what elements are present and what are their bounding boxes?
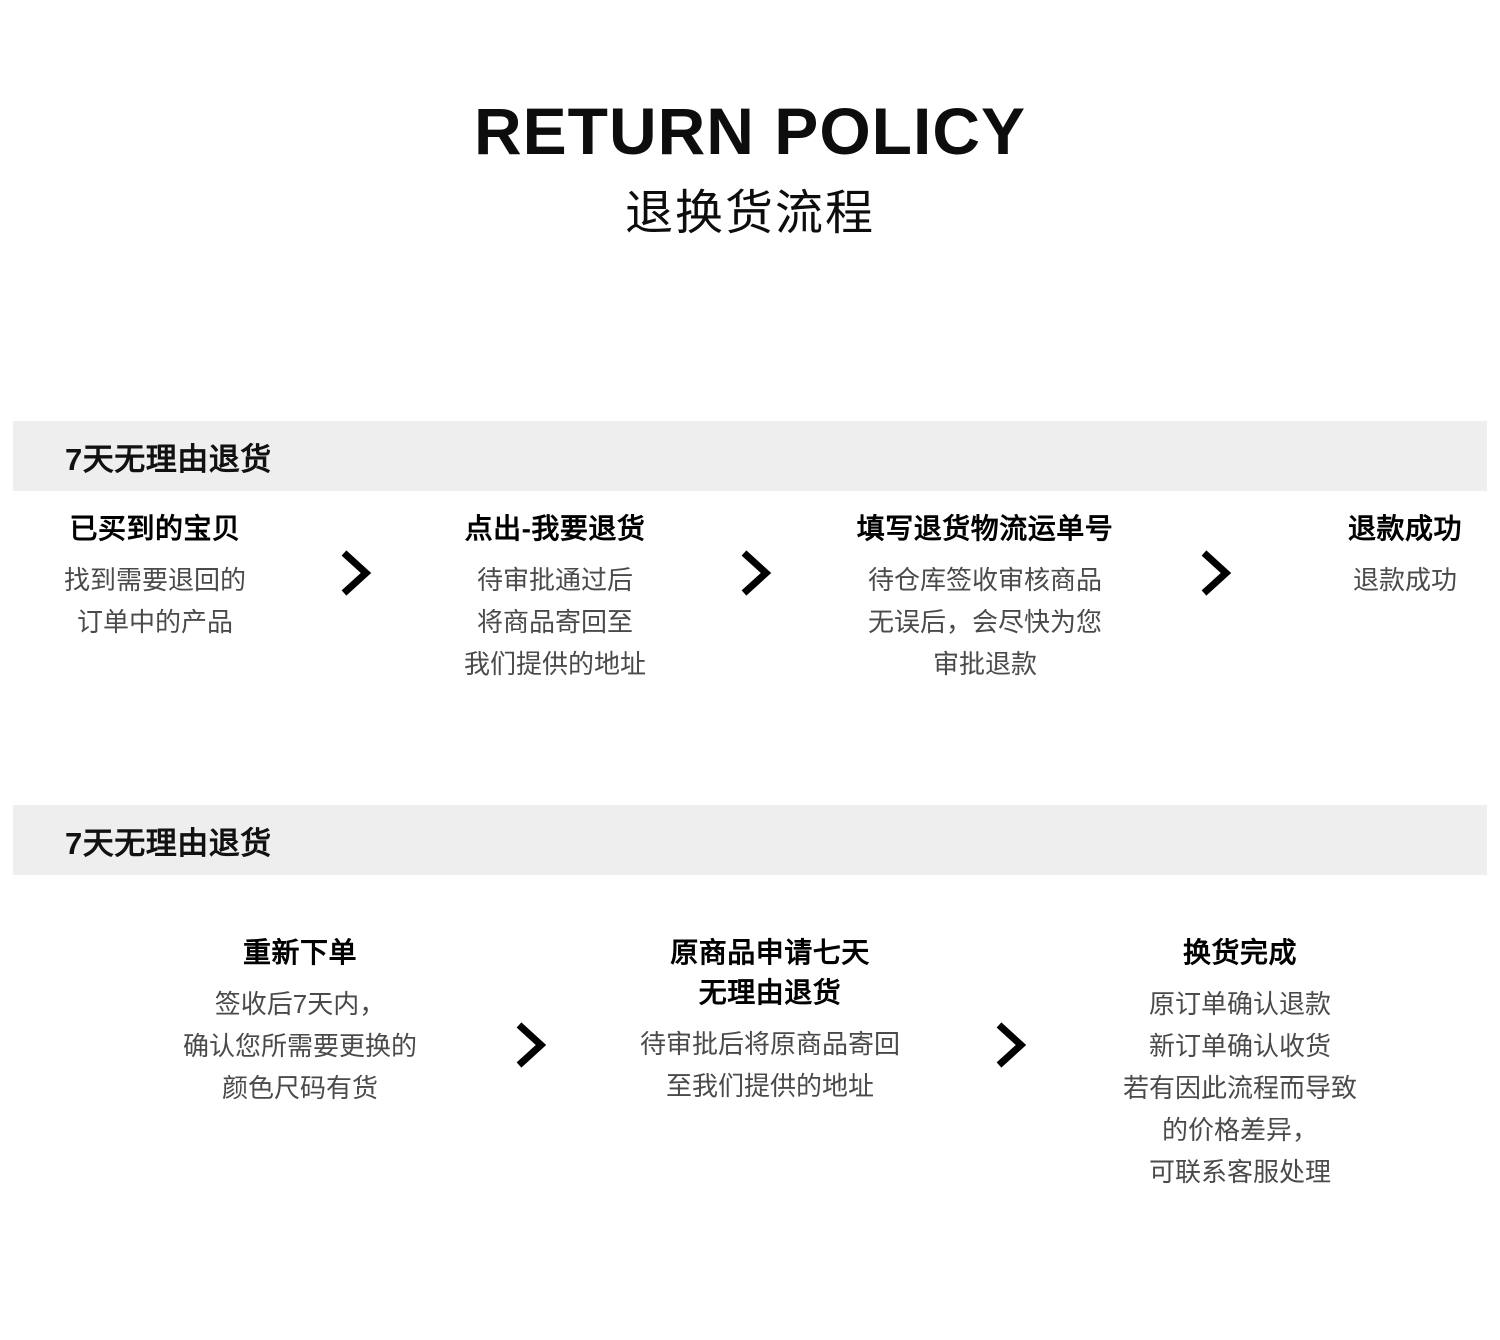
step-description: 待审批后将原商品寄回 至我们提供的地址 xyxy=(639,1028,900,1101)
step-item: 已买到的宝贝 找到需要退回的 订单中的产品 xyxy=(0,509,310,643)
step-title: 点出-我要退货 xyxy=(464,513,646,544)
step-description: 待仓库签收审核商品 无误后，会尽快为您 审批退款 xyxy=(867,564,1102,679)
section-2-heading: 7天无理由退货 xyxy=(65,825,272,861)
section-2-step-flow: 重新下单 签收后7天内， 确认您所需要更换的 颜色尺码有货 原商品申请七天 无理… xyxy=(0,875,1500,1193)
step-item: 重新下单 签收后7天内， 确认您所需要更换的 颜色尺码有货 xyxy=(120,933,480,1109)
step-title: 填写退货物流运单号 xyxy=(856,513,1114,544)
section-2-band: 7天无理由退货 xyxy=(13,805,1487,876)
chevron-right-icon xyxy=(710,509,800,601)
page-header: RETURN POLICY 退换货流程 xyxy=(0,0,1500,238)
step-title: 原商品申请七天 无理由退货 xyxy=(670,937,870,1008)
step-item: 退款成功 退款成功 xyxy=(1260,509,1500,601)
page-title-english: RETURN POLICY xyxy=(473,94,1027,168)
step-title: 重新下单 xyxy=(242,937,357,969)
step-item: 原商品申请七天 无理由退货 待审批后将原商品寄回 至我们提供的地址 xyxy=(580,933,960,1107)
section-1-step-flow: 已买到的宝贝 找到需要退回的 订单中的产品 点出-我要退货 待审批通过后 将商品… xyxy=(0,491,1500,685)
section-exchange-policy: 7天无理由退货 重新下单 签收后7天内， 确认您所需要更换的 颜色尺码有货 原商… xyxy=(0,805,1500,1193)
step-description: 待审批通过后 将商品寄回至 我们提供的地址 xyxy=(463,564,646,679)
step-title: 已买到的宝贝 xyxy=(69,513,241,544)
chevron-right-icon xyxy=(960,933,1060,1073)
section-1-heading: 7天无理由退货 xyxy=(65,441,272,477)
step-description: 签收后7天内， 确认您所需要更换的 颜色尺码有货 xyxy=(182,988,417,1104)
step-title: 换货完成 xyxy=(1182,937,1297,969)
step-item: 换货完成 原订单确认退款 新订单确认收货 若有因此流程而导致 的价格差异， 可联… xyxy=(1060,933,1420,1193)
section-return-policy: 7天无理由退货 已买到的宝贝 找到需要退回的 订单中的产品 点出-我要退货 待审… xyxy=(0,421,1500,685)
step-item: 填写退货物流运单号 待仓库签收审核商品 无误后，会尽快为您 审批退款 xyxy=(800,509,1170,685)
step-description: 找到需要退回的 订单中的产品 xyxy=(63,564,246,637)
step-description: 退款成功 xyxy=(1352,564,1457,595)
step-title: 退款成功 xyxy=(1347,513,1462,544)
step-item: 点出-我要退货 待审批通过后 将商品寄回至 我们提供的地址 xyxy=(400,509,710,685)
page-title-chinese: 退换货流程 xyxy=(624,187,875,240)
chevron-right-icon xyxy=(1170,509,1260,601)
chevron-right-icon xyxy=(310,509,400,601)
section-1-band: 7天无理由退货 xyxy=(13,421,1487,491)
step-description: 原订单确认退款 新订单确认收货 若有因此流程而导致 的价格差异， 可联系客服处理 xyxy=(1122,988,1357,1188)
chevron-right-icon xyxy=(480,933,580,1073)
